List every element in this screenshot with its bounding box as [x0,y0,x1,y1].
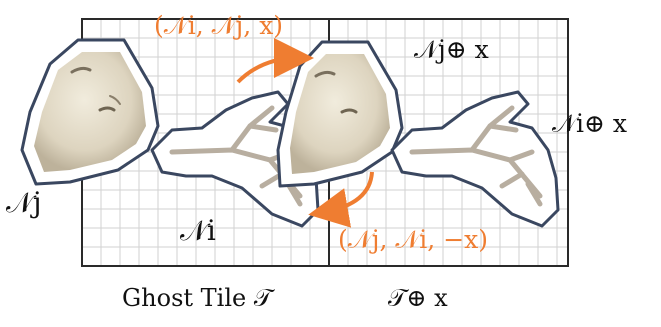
label-nj-plus-x: 𝒩j⊕ x [414,35,489,64]
rock-nj [22,40,158,184]
caption-shifted-tile: 𝒯⊕ x [388,284,448,312]
rock-nj-translated [278,42,402,186]
label-ni-plus-x: 𝒩i⊕ x [552,109,627,138]
caption-ghost-tile: Ghost Tile 𝒯 [122,284,276,312]
label-ni-center: 𝒩i [180,214,216,247]
label-pair-forward: (𝒩i, 𝒩j, x) [154,11,283,40]
label-nj-outer: 𝒩j [6,186,42,219]
forward-arrow [238,58,298,82]
label-pair-backward: (𝒩j, 𝒩i, −x) [338,225,488,254]
branch-ni-translated [392,92,558,226]
